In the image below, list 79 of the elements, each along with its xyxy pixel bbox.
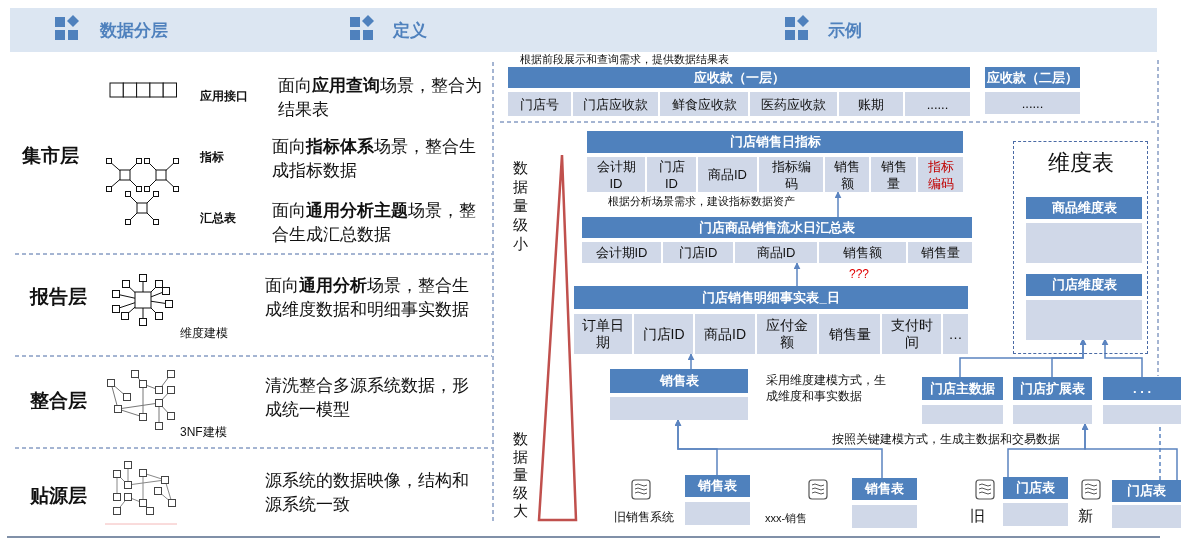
group-title: 维度表 [1046, 149, 1115, 177]
table-cell: 鲜食应收款 [660, 92, 748, 116]
table-cell: 账期 [839, 92, 903, 116]
system-label: xxx-销售 [765, 511, 809, 525]
table-cell: 销售额 [825, 157, 869, 192]
table-header: 商品维度表 [1026, 197, 1142, 219]
note-text: 根据前段展示和查询需求，提供数据结果表 [520, 52, 730, 66]
arrow [1081, 423, 1178, 481]
table-header: 销售表 [685, 475, 750, 497]
note-text: 按照关键建模方式，生成主数据和交易数据 [832, 431, 1061, 447]
section-heading: 数据分层 [100, 20, 169, 42]
note-text: 根据分析场景需求，建设指标数据资产 [608, 194, 796, 208]
table-header: 应收款（二层） [985, 67, 1080, 88]
table-header: 门店扩展表 [1013, 377, 1092, 400]
table-cell: 门店应收款 [573, 92, 658, 116]
layer-name: 报告层 [30, 285, 88, 309]
table-header: 门店表 [1003, 477, 1068, 499]
table-cell: 商品ID [735, 242, 817, 263]
layer-description: 清洗整合多源系统数据，形成统一模型 [265, 375, 470, 421]
table-cell: 门店ID [634, 314, 693, 354]
table-header: 门店表 [1112, 480, 1181, 502]
arrow [834, 191, 842, 218]
dashed-group-box [1013, 141, 1148, 354]
section-heading: 示例 [828, 20, 863, 42]
table-cell: 会计期ID [587, 157, 645, 192]
table-cell: 支付时间 [882, 314, 941, 354]
table-cell: ...... [985, 92, 1080, 114]
layer-description: 面向应用查询场景，整合为结果表 [278, 75, 483, 121]
table-cell: 商品ID [695, 314, 755, 354]
model-label: 维度建模 [180, 325, 229, 341]
table-cell: 销售额 [819, 242, 906, 263]
vertical-text: 数据量级大 [513, 430, 529, 520]
table-cell: 医药应收款 [750, 92, 837, 116]
section-heading: 定义 [393, 20, 428, 42]
model-label: 汇总表 [200, 210, 237, 226]
table-cell: 会计期ID [582, 242, 661, 263]
table-cell: 销售量 [908, 242, 972, 263]
table-header: 销售表 [852, 478, 917, 500]
layer-description: 面向通用分析主题场景，整合生成汇总数据 [272, 200, 477, 246]
layer-name: 整合层 [30, 389, 88, 413]
arrow [687, 353, 695, 370]
layer-description: 面向指标体系场景，整合生成指标数据 [272, 136, 477, 182]
system-label: 新 [1078, 506, 1094, 526]
question-marks: ??? [849, 266, 871, 282]
vertical-text: 数据量级小 [513, 158, 529, 253]
model-label: 3NF建模 [180, 424, 228, 440]
table-cell: … [943, 314, 968, 354]
layer-name: 贴源层 [30, 484, 88, 508]
table-header: 门店销售日指标 [587, 131, 963, 153]
table-cell: 商品ID [698, 157, 757, 192]
table-cell: 订单日期 [574, 314, 632, 354]
table-header: 门店维度表 [1026, 274, 1142, 296]
arrow [1051, 338, 1087, 378]
arrow [1101, 338, 1143, 378]
table-cell: 指标编码 [918, 157, 963, 192]
table-header: 应收款（一层） [508, 67, 970, 88]
layer-description: 源系统的数据映像，结构和源系统一致 [265, 470, 470, 516]
table-header: . . . [1103, 377, 1181, 400]
table-cell: 销售量 [871, 157, 916, 192]
table-header: 销售表 [610, 369, 748, 393]
table-cell: 门店号 [508, 92, 571, 116]
system-label: 旧销售系统 [614, 509, 675, 525]
note-text: 采用维度建模方式，生成维度和事实数据 [766, 372, 887, 404]
table-cell: ...... [905, 92, 970, 116]
table-cell: 指标编码 [759, 157, 823, 192]
table-cell: 门店ID [647, 157, 696, 192]
layer-description: 面向通用分析场景，整合生成维度数据和明细事实数据 [265, 275, 470, 321]
table-header: 门店商品销售流水日汇总表 [582, 217, 972, 238]
arrow [674, 419, 883, 479]
system-label: 旧 [970, 506, 986, 526]
model-label: 应用接口 [200, 88, 249, 104]
table-cell: 门店ID [663, 242, 733, 263]
table-header: 门店销售明细事实表_日 [574, 286, 968, 309]
table-header: 门店主数据 [922, 377, 1003, 400]
model-label: 指标 [200, 149, 225, 165]
layer-name: 集市层 [22, 144, 80, 168]
table-cell: 应付金额 [757, 314, 817, 354]
table-cell: 销售量 [819, 314, 880, 354]
arrow [793, 262, 801, 287]
